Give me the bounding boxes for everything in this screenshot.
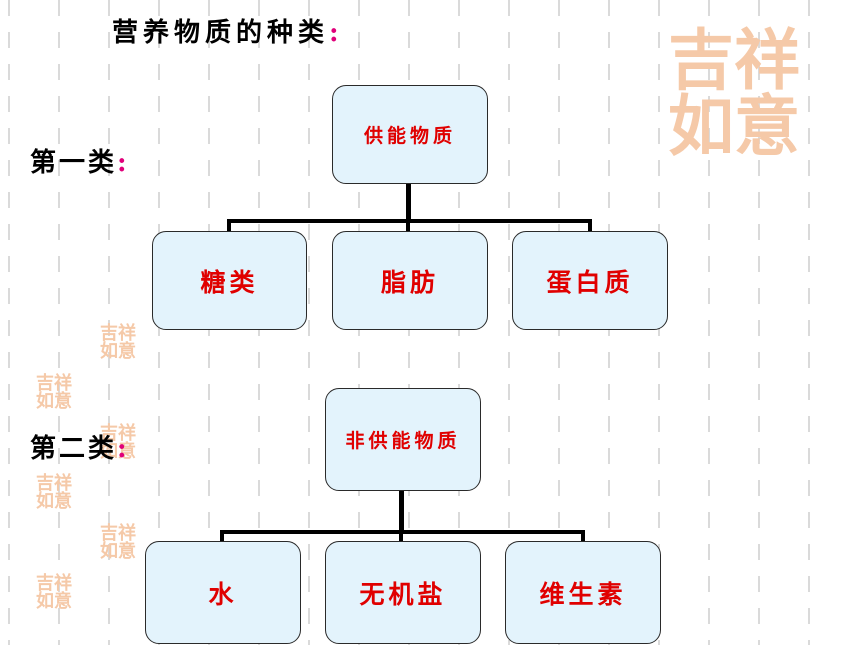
node-energy-substances: 供能物质	[332, 85, 488, 184]
node-label: 水	[208, 579, 238, 609]
node-water: 水	[145, 541, 301, 644]
category-colon: :	[117, 434, 130, 464]
node-label: 蛋白质	[546, 267, 634, 297]
seal-decoration: 吉祥如意	[668, 21, 800, 165]
seal-decoration: 吉祥如意	[36, 373, 72, 412]
bg-stripe	[8, 0, 10, 645]
node-vitamins: 维生素	[505, 541, 661, 644]
connector-drop	[220, 530, 224, 542]
node-label: 无机盐	[359, 579, 447, 609]
title-colon: :	[329, 18, 344, 48]
category-label-text: 第二类	[30, 434, 118, 464]
category-label-1: 第一类:	[30, 142, 130, 179]
connector-drop	[399, 530, 403, 542]
bg-stripe	[708, 0, 710, 645]
node-label: 非供能物质	[345, 430, 461, 452]
bg-stripe	[808, 0, 810, 645]
node-label: 脂肪	[380, 267, 439, 297]
node-minerals: 无机盐	[325, 541, 481, 644]
node-label: 糖类	[200, 267, 259, 297]
node-fat: 脂肪	[332, 231, 488, 330]
node-label: 供能物质	[363, 125, 456, 147]
seal-decoration: 吉祥如意	[36, 573, 72, 612]
seal-decoration: 吉祥如意	[100, 323, 136, 362]
category-label-2: 第二类:	[30, 428, 130, 465]
bg-stripe	[58, 0, 60, 645]
page-title: 营养物质的种类:	[112, 12, 344, 49]
category-colon: :	[117, 148, 130, 178]
node-label: 维生素	[539, 579, 627, 609]
node-protein: 蛋白质	[512, 231, 668, 330]
node-non-energy-substances: 非供能物质	[325, 388, 481, 491]
seal-decoration: 吉祥如意	[36, 473, 72, 512]
node-carbohydrates: 糖类	[152, 231, 307, 330]
connector-drop	[588, 219, 592, 232]
connector-vertical	[406, 184, 411, 222]
bg-stripe	[308, 0, 310, 645]
bg-stripe	[508, 0, 510, 645]
bg-stripe	[108, 0, 110, 645]
page-title-text: 营养物质的种类	[112, 18, 330, 48]
category-label-text: 第一类	[30, 148, 118, 178]
seal-decoration: 吉祥如意	[100, 423, 136, 462]
connector-drop	[581, 530, 585, 542]
bg-stripe	[758, 0, 760, 645]
connector-drop	[406, 219, 410, 232]
connector-vertical	[399, 491, 404, 533]
seal-decoration: 吉祥如意	[100, 523, 136, 562]
connector-drop	[227, 219, 231, 232]
